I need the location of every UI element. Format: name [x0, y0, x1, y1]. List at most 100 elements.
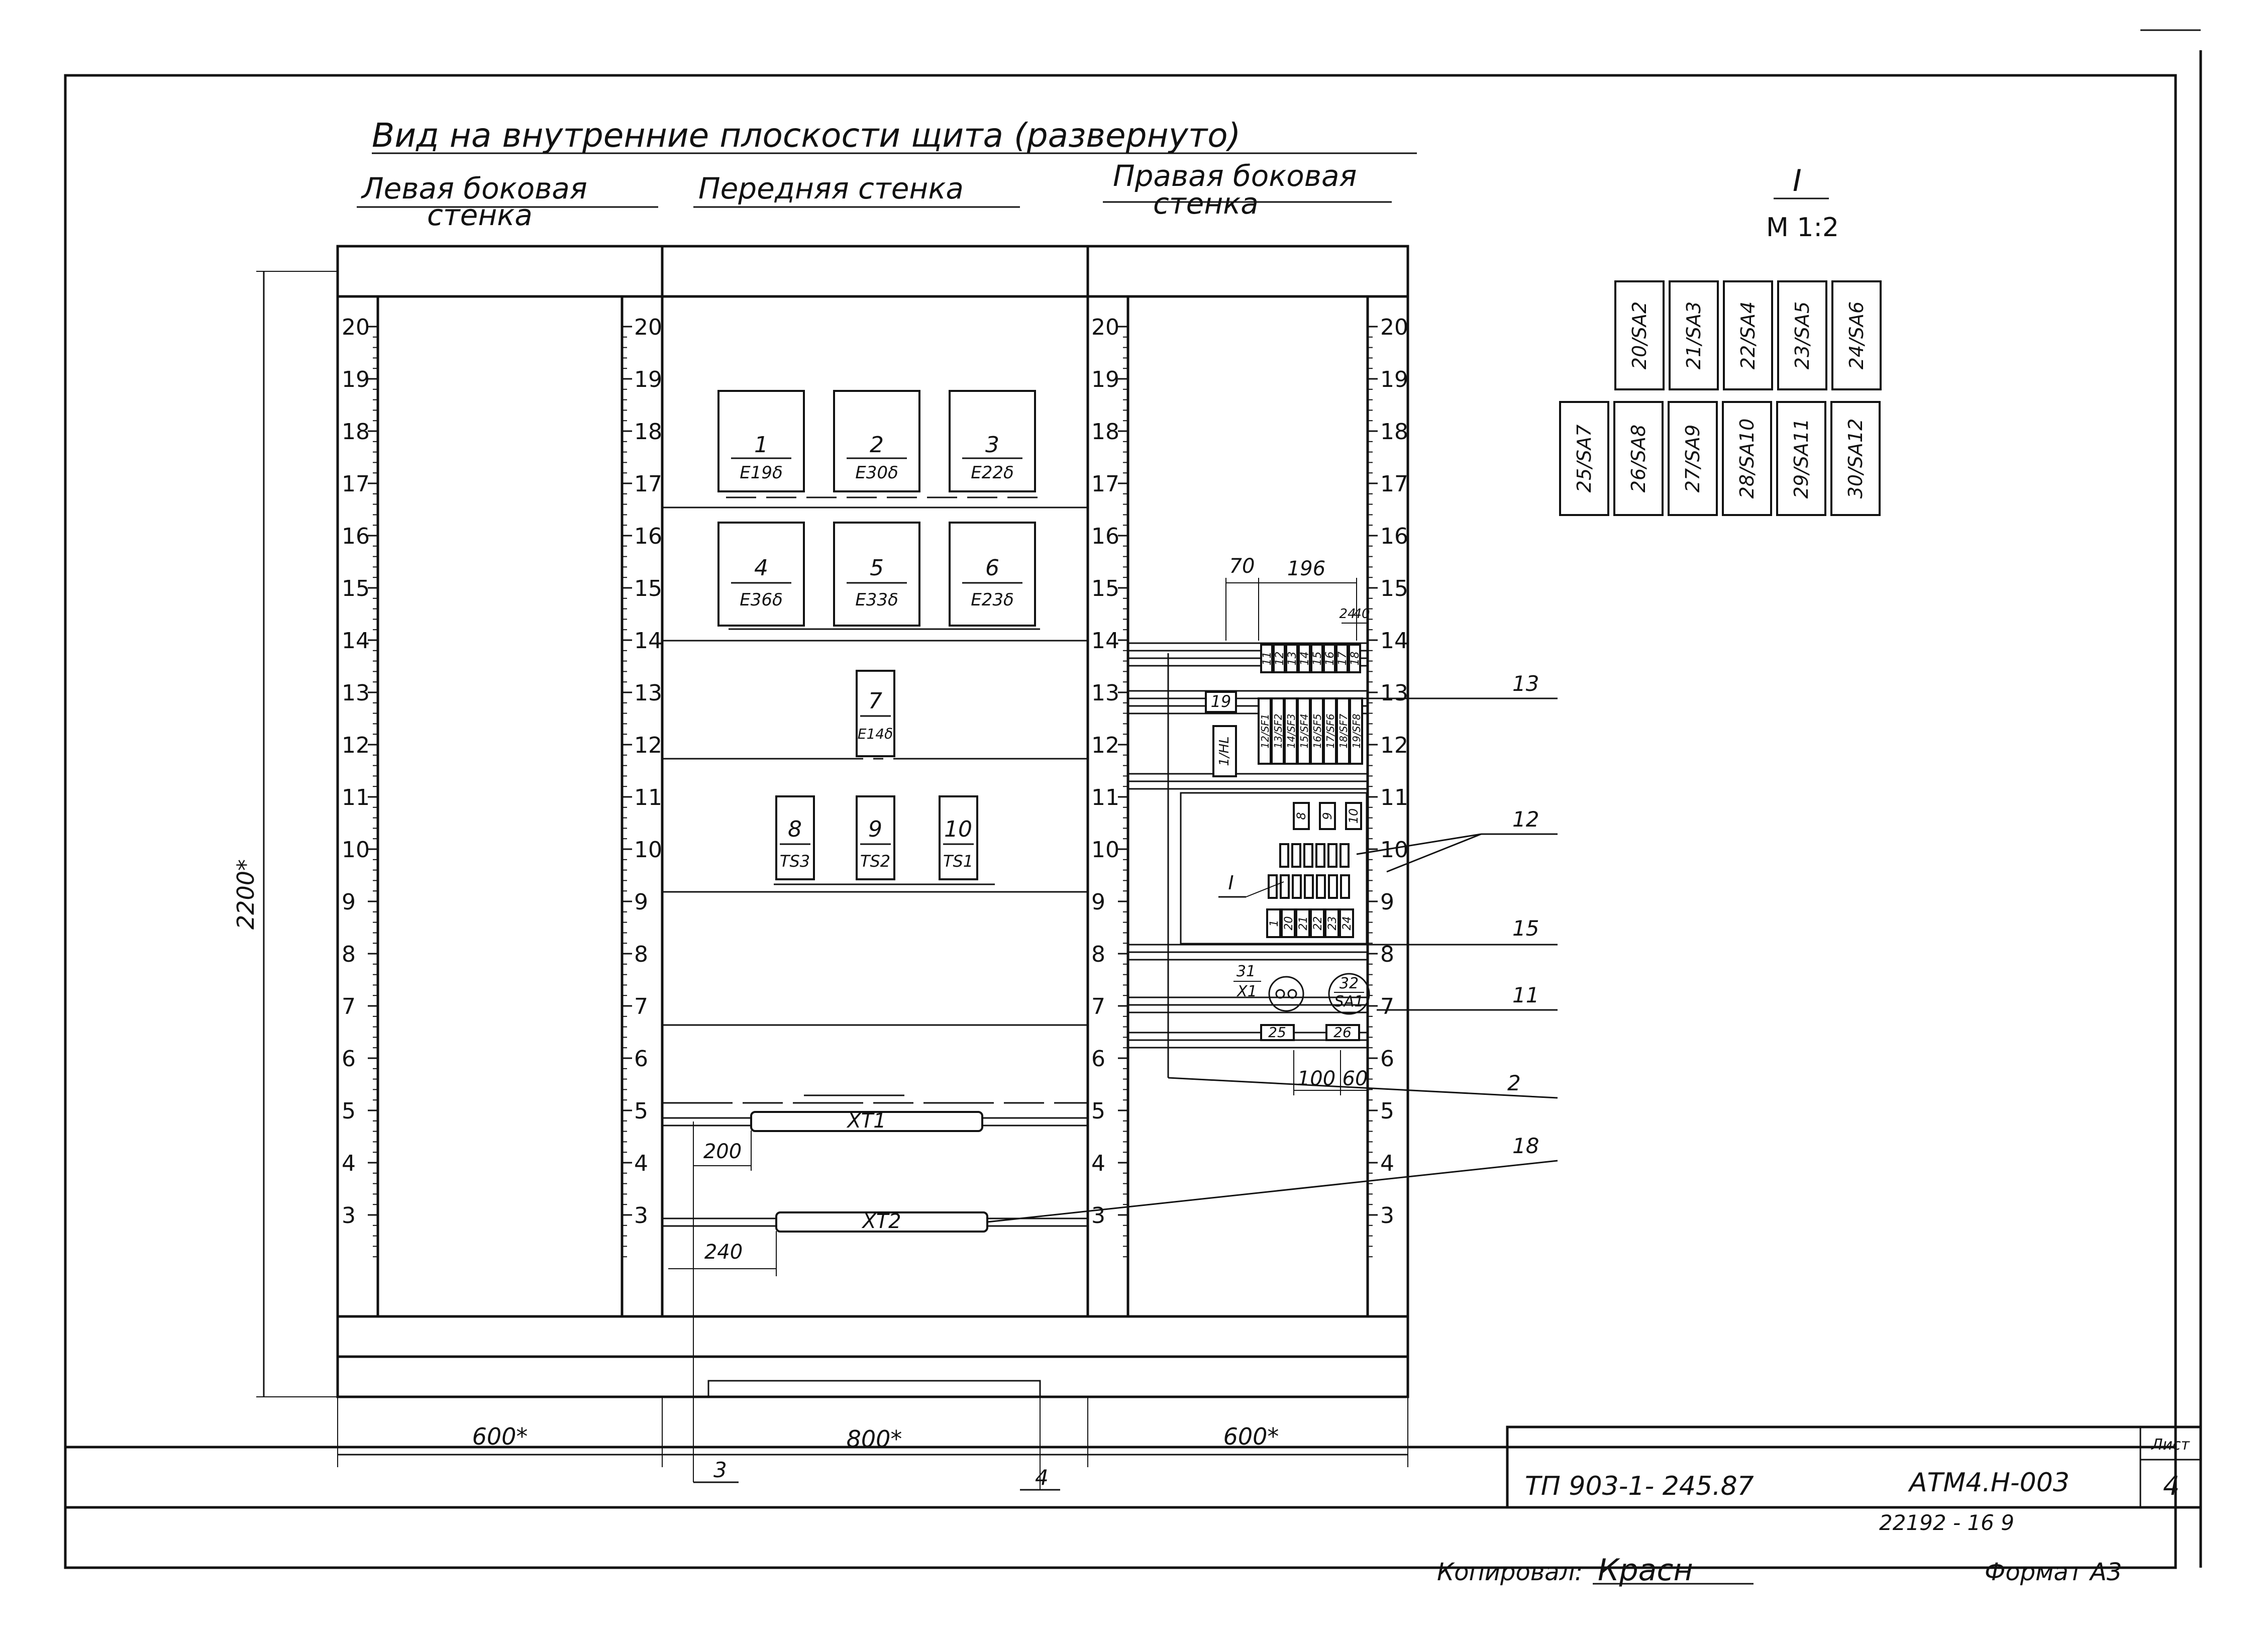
- pos-2: 2: [1507, 1071, 1521, 1095]
- front-device-7: 7 E14δ: [856, 670, 895, 757]
- terminal-label: 19/SF8: [1351, 713, 1363, 748]
- device-code: TS3: [780, 852, 810, 871]
- detail-switch-label: 27/SA9: [1682, 425, 1704, 492]
- header-left-wall-2: стенка: [427, 198, 533, 232]
- terminal-label: 12/SF1: [1259, 713, 1271, 748]
- scale-mark: 19: [1380, 367, 1408, 392]
- terminal-label: 1: [1268, 920, 1281, 927]
- scale-mark: 18: [342, 419, 370, 445]
- right-wall: [1126, 296, 1369, 1316]
- scale-mark: 16: [1091, 524, 1119, 549]
- terminal-label: 17/SF6: [1324, 713, 1336, 748]
- scale-mark: 4: [1091, 1151, 1105, 1176]
- scale-mark: 20: [1380, 315, 1408, 340]
- dim-200: 200: [703, 1140, 742, 1163]
- front-device-9: 9 TS2: [856, 795, 895, 880]
- drawing-title: Вид на внутренние плоскости щита (развер…: [372, 116, 1241, 155]
- pos-18: 18: [1512, 1134, 1539, 1158]
- scale-mark: 15: [342, 576, 370, 601]
- panel-outline: [336, 245, 1409, 1398]
- terminal-label: 12: [1274, 652, 1286, 666]
- item-31: 31: [1236, 963, 1256, 980]
- scale-mark: 8: [634, 942, 648, 967]
- terminal-label: 24: [1341, 916, 1354, 931]
- scale-mark: 19: [1091, 367, 1119, 392]
- item-1hl: 1/HL: [1217, 736, 1232, 766]
- right-dims: 70 196 24 40 100 60: [1225, 555, 1370, 1095]
- terminal-label: 13/SF2: [1272, 713, 1284, 748]
- device-num: 3: [985, 432, 999, 458]
- ref-3: 3: [713, 1458, 727, 1482]
- dim-height: 2200*: [232, 859, 259, 930]
- scale-mark: 12: [1380, 733, 1408, 758]
- scale-mark: 18: [634, 419, 662, 445]
- detail-switch-label: 28/SA10: [1736, 419, 1758, 499]
- detail-switch-label: 29/SA11: [1790, 419, 1812, 499]
- terminal-label: 10: [1347, 808, 1361, 824]
- scale-mark: 5: [1380, 1098, 1394, 1124]
- device-code: E22δ: [971, 463, 1014, 483]
- scale-mark: 13: [634, 680, 662, 706]
- device-code: E36δ: [740, 590, 783, 610]
- scale-mark: 16: [1380, 524, 1408, 549]
- device-code: E23δ: [971, 590, 1014, 610]
- scale-mark: 17: [634, 471, 662, 497]
- left-wall: [376, 296, 624, 1316]
- dim-240: 240: [704, 1241, 743, 1264]
- terminal-label: 22: [1312, 916, 1324, 931]
- terminal-label: 18: [1349, 652, 1362, 666]
- item-25: 25: [1268, 1024, 1286, 1041]
- device-num: 8: [788, 816, 802, 842]
- sheet-label: Лист: [2151, 1436, 2191, 1454]
- scale-mark: 18: [1380, 419, 1408, 445]
- scale-mark: 16: [634, 524, 662, 549]
- scale-mark: 19: [342, 367, 370, 392]
- scale-mark: 17: [1091, 471, 1119, 497]
- device-code: E33δ: [855, 590, 898, 610]
- scale-mark: 5: [634, 1098, 648, 1124]
- scale-mark: 13: [342, 680, 370, 706]
- scale-mark: 13: [1380, 680, 1408, 706]
- detail-switch-label: 24/SA6: [1845, 301, 1868, 369]
- scale-mark: 17: [1380, 471, 1408, 497]
- scale-mark: 14: [1091, 628, 1119, 654]
- pos-12: 12: [1512, 807, 1539, 832]
- detail-switch-label: 25/SA7: [1573, 425, 1595, 492]
- front-rails: [662, 496, 1088, 1104]
- scale-mark: 9: [342, 889, 356, 915]
- terminal-label: 13: [1286, 652, 1299, 666]
- scale-mark: 9: [634, 889, 648, 915]
- scale-mark: 11: [342, 785, 370, 810]
- scale-mark: 8: [1380, 942, 1394, 967]
- dim-40: 40: [1353, 606, 1370, 622]
- scale-mark: 6: [634, 1046, 648, 1072]
- scale-mark: 3: [1091, 1203, 1105, 1229]
- terminal-xt2-label: XT2: [861, 1210, 901, 1233]
- sheet-number: 4: [2163, 1471, 2180, 1501]
- scale-mark: 20: [342, 315, 370, 340]
- dim-width-left: 600*: [472, 1423, 528, 1450]
- copied-label: Копировал:: [1437, 1558, 1583, 1586]
- terminal-label: 9: [1320, 812, 1334, 820]
- scale-mark: 11: [1380, 785, 1408, 810]
- right-items: 19 1/HL I 31 X1 32 SA1 25 26: [1180, 691, 1370, 1041]
- dim-60: 60: [1343, 1067, 1368, 1090]
- document-code: АТМ4.Н-003: [1908, 1468, 2070, 1498]
- scale-mark: 3: [1380, 1203, 1394, 1229]
- scale-mark: 15: [1380, 576, 1408, 601]
- scale-mark: 15: [634, 576, 662, 601]
- scale-mark: 4: [342, 1151, 356, 1176]
- front-device-4: 4 E36δ: [717, 522, 805, 627]
- scale-mark: 12: [342, 733, 370, 758]
- device-num: 2: [870, 432, 884, 458]
- pos-15: 15: [1512, 916, 1539, 941]
- terminal-xt1-label: XT1: [846, 1109, 886, 1133]
- detail-switch-label: 30/SA12: [1844, 419, 1867, 499]
- scale-mark: 17: [342, 471, 370, 497]
- detail-switch-label: 23/SA5: [1791, 301, 1813, 369]
- archive-number: 22192 - 16 9: [1879, 1510, 2014, 1535]
- terminal-label: 14: [1299, 652, 1311, 666]
